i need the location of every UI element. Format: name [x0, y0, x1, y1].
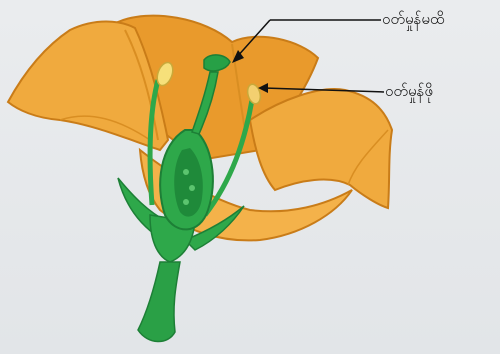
ovule [189, 185, 195, 191]
flower-stalk [138, 262, 180, 342]
pistil-label: ဝတ်မှုန်မထိ [382, 12, 444, 27]
stamen-label: ဝတ်မှုန်ဖို [385, 84, 433, 99]
ovule [183, 169, 189, 175]
ovule [183, 199, 189, 205]
